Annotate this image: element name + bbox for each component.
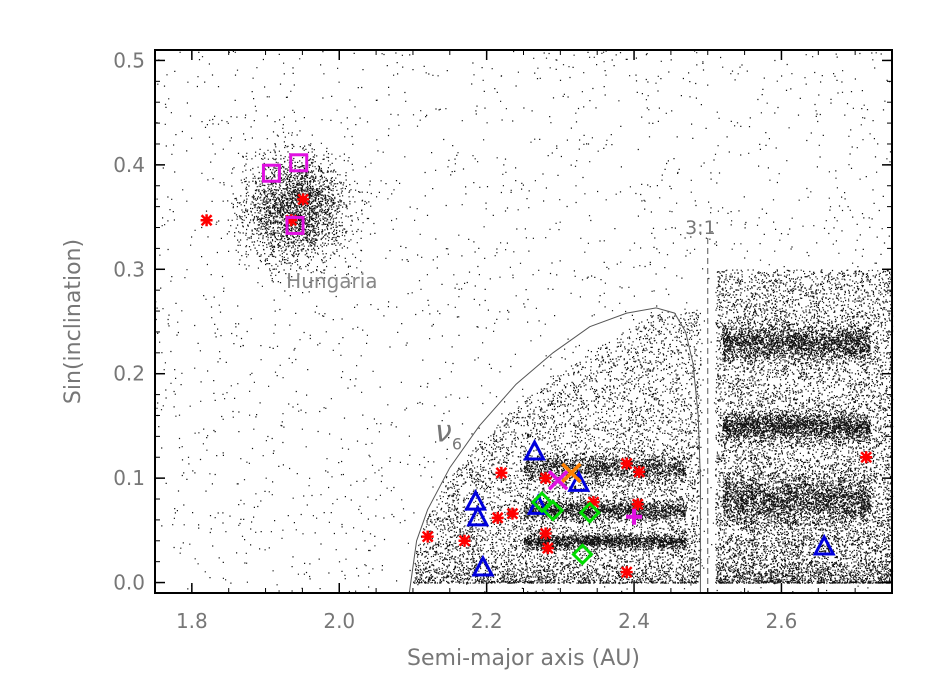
x-marker <box>547 469 569 491</box>
star-marker <box>620 457 633 470</box>
star-marker <box>421 530 434 543</box>
x-marker <box>561 462 582 484</box>
triangle-marker <box>812 533 836 556</box>
triangle-marker <box>523 438 547 461</box>
star-marker <box>587 496 600 509</box>
square-marker <box>285 215 305 235</box>
star-marker <box>285 214 298 227</box>
hungaria-label: Hungaria <box>286 269 377 293</box>
nu6-label: ν6 <box>435 415 462 454</box>
x-tick-label: 2.2 <box>471 609 503 633</box>
y-tick-label: 0.4 <box>113 153 145 177</box>
diamond-marker <box>541 499 565 522</box>
x-tick-label: 1.8 <box>176 609 208 633</box>
diamond-marker <box>530 491 554 514</box>
triangle-marker <box>466 504 490 527</box>
square-marker <box>261 163 281 183</box>
star-marker <box>458 534 471 547</box>
diamond-marker <box>578 501 601 524</box>
star-marker <box>631 498 644 511</box>
star-marker <box>539 527 552 540</box>
star-marker <box>495 466 508 479</box>
plus-marker <box>626 508 643 525</box>
star-marker <box>491 511 504 524</box>
y-axis-label: Sin(inclination) <box>61 239 86 404</box>
x-tick-label: 2.0 <box>323 609 355 633</box>
axis-ticks: 1.8 2.0 2.2 2.4 2.6 0.0 0.1 0.2 0.3 0.4 0.5 <box>113 48 893 633</box>
y-tick-label: 0.1 <box>113 466 145 490</box>
x-tick-label: 2.6 <box>766 609 798 633</box>
point-cloud <box>155 50 894 594</box>
star-marker <box>541 542 554 555</box>
triangle-marker <box>464 488 488 511</box>
y-tick-label: 0.3 <box>113 257 145 281</box>
x-tick-label: 2.4 <box>618 609 650 633</box>
star-marker <box>506 507 519 520</box>
square-marker <box>289 153 309 173</box>
resonance-label: 3:1 <box>685 217 716 239</box>
x-axis-label: Semi-major axis (AU) <box>407 646 640 671</box>
star-marker <box>200 214 213 227</box>
y-tick-label: 0.2 <box>113 362 145 386</box>
triangle-marker <box>471 554 495 577</box>
star-marker <box>539 472 552 485</box>
star-marker <box>297 193 310 206</box>
y-tick-label: 0.5 <box>113 48 145 72</box>
triangle-marker <box>567 470 591 492</box>
y-tick-label: 0.0 <box>113 571 145 595</box>
diamond-marker <box>571 543 594 566</box>
nu6-subscript: 6 <box>452 435 462 454</box>
nu6-resonance-curve <box>408 307 701 594</box>
asteroid-markers <box>200 153 873 579</box>
nu6-symbol: ν <box>435 415 452 450</box>
star-marker <box>633 465 646 478</box>
background-asteroid-points <box>155 50 894 594</box>
star-marker <box>620 566 633 579</box>
star-marker <box>860 451 873 464</box>
